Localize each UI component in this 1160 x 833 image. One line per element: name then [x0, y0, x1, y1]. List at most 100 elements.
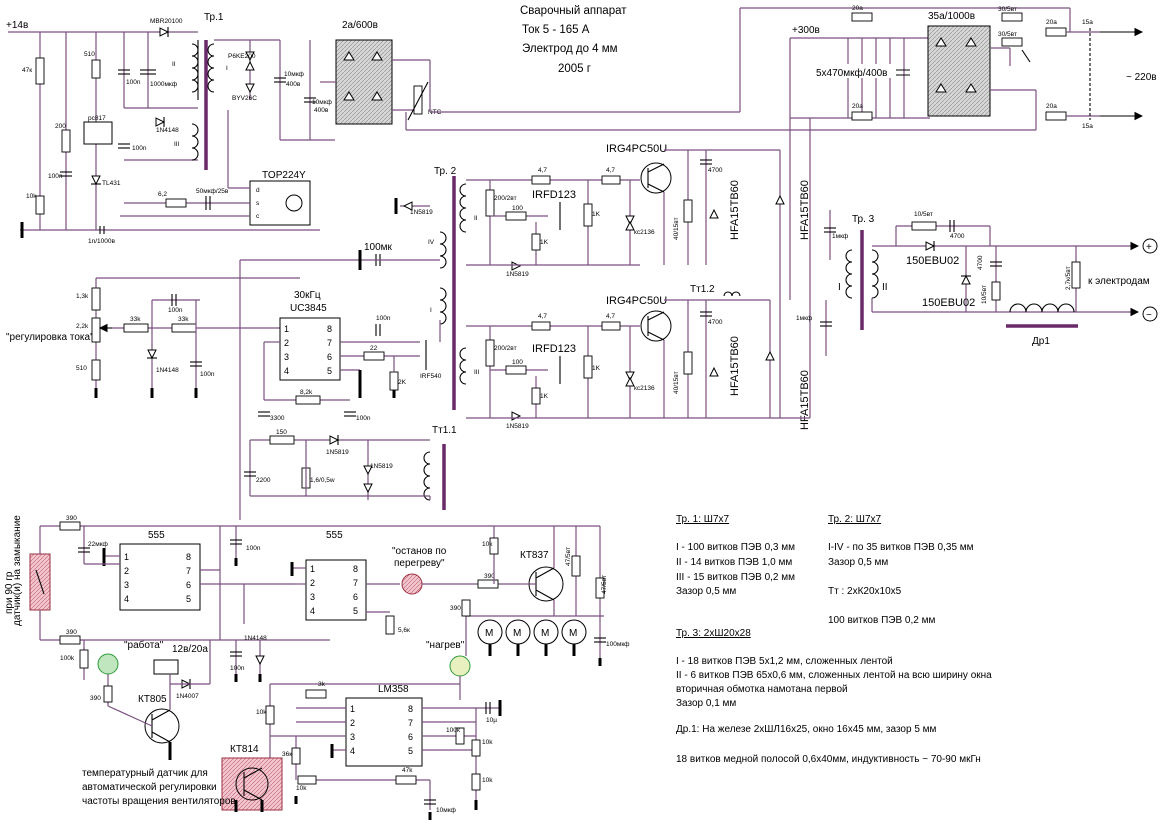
- svg-text:3: 3: [124, 580, 129, 590]
- r82k-label: 8,2k: [300, 389, 313, 396]
- c50-label: 50мкф/25в: [196, 188, 229, 195]
- terminal-minus: [1142, 306, 1158, 322]
- diode-150ebu02-a: [925, 241, 936, 251]
- r100k-b-label: 100k: [446, 727, 461, 734]
- tt12-label: Тт1.2: [690, 284, 715, 295]
- c100n-b-label: 100n: [200, 371, 215, 378]
- pc817-label: pc817: [88, 115, 106, 122]
- svg-text:1: 1: [284, 324, 289, 334]
- r1k-b-label: 1K: [592, 211, 601, 218]
- note-tr2-l2: Зазор 0,5 мм: [828, 557, 888, 568]
- fan-sensor-note-1: температурный датчик для: [82, 768, 208, 779]
- svg-text:4: 4: [310, 606, 315, 616]
- lm358-chip: [345, 697, 423, 767]
- protection-circuits: датчик(и) на замыкание при 90 гр 390 390…: [4, 515, 630, 760]
- resistor-510-b: [91, 359, 101, 381]
- resistor-47k-label: 47к: [22, 67, 32, 74]
- relay-coil: [153, 659, 179, 675]
- svg-text:3: 3: [284, 352, 289, 362]
- top-c: c: [256, 213, 260, 220]
- irf540-label: IRF540: [420, 373, 442, 380]
- d5819-d-label: 1N5819: [506, 271, 529, 278]
- c100mk-label: 100мк: [364, 242, 393, 253]
- freq-label: 30кГц: [294, 290, 321, 301]
- r100-label: 100: [512, 205, 523, 212]
- c400-2-label: 400в: [314, 107, 329, 114]
- timer-a-label: 555: [148, 530, 165, 541]
- c100n-d-label: 100n: [246, 545, 261, 552]
- c1mkf-a-label: 1мкф: [832, 233, 849, 240]
- svg-text:6: 6: [408, 732, 413, 742]
- timer-b-label: 555: [326, 530, 343, 541]
- r40-15-b-label: 40/15вт: [673, 371, 680, 394]
- tr1-label: Тр.1: [204, 12, 224, 23]
- r56k-label: 5,6к: [398, 627, 410, 634]
- c400-label: 400в: [286, 81, 301, 88]
- fuse-15a-label: 15а: [1082, 19, 1093, 26]
- c22mkf-label: 22мкф: [88, 541, 109, 548]
- r10k-c-label: 10k: [256, 709, 267, 716]
- r47-b-label: 4,7: [606, 167, 615, 174]
- r100b-label: 100: [512, 359, 523, 366]
- title-line-1: Сварочный аппарат: [520, 5, 627, 17]
- kt837-label: КТ837: [520, 550, 549, 561]
- c100n-vcc-label: 100n: [376, 315, 391, 322]
- tr3-winding-ii: II: [882, 282, 888, 293]
- diode-150ebu02-b: [961, 274, 971, 285]
- rail-plus14-label: +14в: [6, 20, 28, 31]
- p6ke-label: P6KE200: [228, 53, 256, 60]
- c10mkf-2-label: 10мкф: [312, 99, 333, 106]
- 1n4148-label: 1N4148: [156, 127, 179, 134]
- r390-a-label: 390: [66, 515, 77, 522]
- potentiometer-2-2k: [91, 317, 101, 343]
- timer-555-a: [119, 543, 201, 611]
- r390-c-label: 390: [484, 573, 495, 580]
- winding-notes: Тр. 1: Ш7х7 I - 100 витков ПЭВ 0,3 мм II…: [676, 514, 992, 765]
- svg-text:7: 7: [327, 338, 332, 348]
- r200-2b-label: 200/2вт: [494, 345, 517, 352]
- resistor-200: [61, 129, 71, 153]
- hfa-1-label: HFA15TB60: [729, 180, 741, 240]
- title-line-4: 2005 г: [558, 63, 591, 75]
- fuse-20a-label: 20а: [1046, 19, 1057, 26]
- transistor-kt805: [144, 708, 180, 744]
- svg-text:7: 7: [408, 718, 413, 728]
- c100n-fb-label: 100n: [168, 307, 183, 314]
- r150-label: 150: [276, 429, 287, 436]
- top224-chip: [249, 180, 311, 226]
- svg-text:5: 5: [408, 746, 413, 756]
- c10mkf-label: 10мкф: [284, 71, 305, 78]
- fan-sensor-note-3: частоты вращения вентиляторов: [82, 796, 236, 807]
- work-led-label: "работа": [124, 639, 164, 651]
- timer-555-b: [305, 559, 367, 621]
- note-tr1-head: Тр. 1: Ш7х7: [676, 514, 730, 525]
- r13k-label: 1,3k: [76, 293, 89, 300]
- sensor-label-2: при 90 гр: [4, 571, 15, 614]
- tr1-winding-iii: III: [174, 141, 180, 148]
- bridge2-label: 35а/1000в: [928, 11, 975, 22]
- svg-text:6: 6: [327, 352, 332, 362]
- tr2-label: Тр. 2: [434, 166, 457, 177]
- c100n-e-label: 100n: [230, 665, 245, 672]
- tr1-winding-i: I: [226, 65, 228, 72]
- r33k-label: 33k: [130, 316, 141, 323]
- svg-text:8: 8: [327, 324, 332, 334]
- svg-text:2: 2: [350, 718, 355, 728]
- note-dr-l2: 18 витков медной полосой 0,6х40мм, индук…: [676, 754, 981, 765]
- resistor-510-label: 510: [84, 51, 95, 58]
- kc2136-a-label: кс2136: [634, 229, 655, 236]
- fuse-15a-b-label: 15а: [1082, 123, 1093, 130]
- terminal-plus-sign: +: [1146, 242, 1152, 253]
- svg-text:5: 5: [186, 594, 191, 604]
- svg-text:6: 6: [353, 592, 358, 602]
- igbt-driver-top: II 1N5819 200/2вт 100 IRFD123 1K 1N5819 …: [394, 143, 780, 278]
- r1605-label: 1,6/0,5w: [310, 477, 335, 484]
- r475-a-label: 47/5вт: [565, 547, 572, 566]
- c4700-d-label: 4700: [977, 255, 984, 270]
- r47-d-label: 4,7: [606, 313, 615, 320]
- resistor-6-2: [165, 198, 187, 208]
- svg-text:2: 2: [124, 566, 129, 576]
- igbt-top-label: IRG4PC50U: [606, 143, 667, 155]
- r30-5-b-label: 30/5вт: [998, 31, 1017, 38]
- heat-led-label: "нагрев": [426, 640, 465, 651]
